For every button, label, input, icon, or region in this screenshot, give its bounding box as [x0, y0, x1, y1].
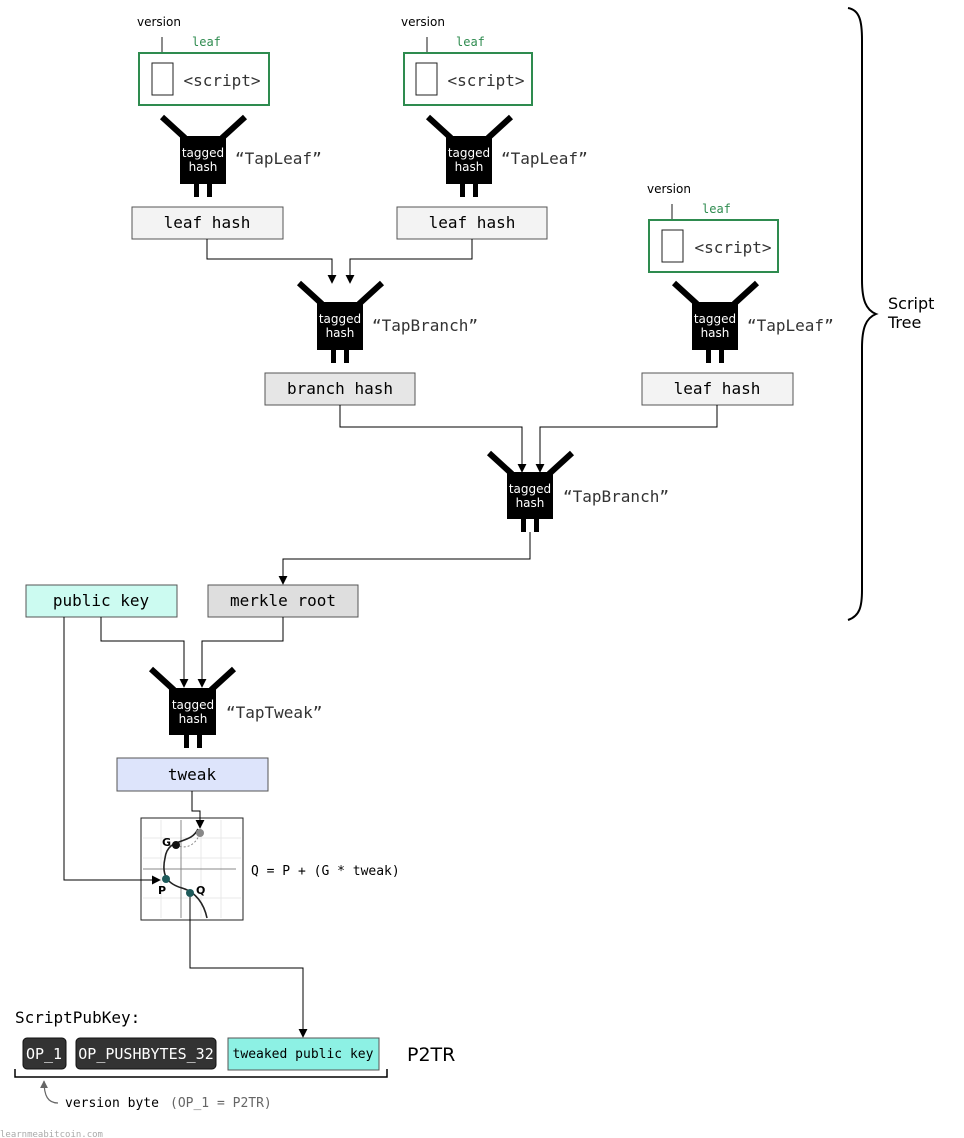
branch-2-hasher: tagged hash	[486, 450, 575, 532]
branch-1-hasher-line2: hash	[326, 326, 355, 340]
script-tree-brace	[847, 7, 879, 621]
tweak-hasher: tagged hash	[148, 666, 237, 748]
leaf-3-version-slot	[661, 229, 684, 263]
leaf-1-version-slot	[151, 62, 174, 96]
p2tr-label: P2TR	[407, 1044, 455, 1066]
leaf-3-version-label: version	[647, 182, 691, 196]
leaf-hash-2: leaf hash	[429, 213, 516, 232]
leaf-2-hasher: tagged hash	[425, 114, 514, 197]
public-key: public key	[53, 591, 150, 610]
leaf-1-version-label: version	[137, 15, 181, 29]
leaf-3-hasher: tagged hash	[671, 280, 760, 363]
tweak: tweak	[168, 765, 217, 784]
leaf-3-leaf-label: leaf	[702, 202, 731, 216]
pushbytes-label: OP_PUSHBYTES_32	[78, 1045, 213, 1063]
version-byte-text: version byte	[65, 1096, 159, 1111]
curve-q-label: Q	[196, 884, 205, 897]
version-byte-note: (OP_1 = P2TR)	[170, 1096, 272, 1111]
leaf-3-script: <script>	[694, 238, 771, 257]
curve-formula: Q = P + (G * tweak)	[251, 864, 400, 879]
leaf-1-tag: “TapLeaf”	[235, 149, 322, 168]
branch-1-tag: “TapBranch”	[372, 316, 478, 335]
leaf-1-hasher: tagged hash	[159, 114, 248, 197]
merkle-root-box	[207, 584, 359, 618]
branch-2-hasher-line1: tagged	[509, 482, 551, 496]
leaf-hash-1: leaf hash	[164, 213, 251, 232]
branch-hash: branch hash	[287, 379, 393, 398]
leaf-hash-2-box	[396, 206, 548, 240]
script-tree-label-line2: Tree	[887, 313, 921, 332]
merkle-root: merkle root	[230, 591, 336, 610]
leaf-2: version leaf <script>	[401, 15, 533, 106]
pushbytes-box	[75, 1037, 217, 1070]
leaf-1-box	[138, 52, 270, 106]
leaf-3: version leaf <script>	[647, 182, 779, 273]
leaf-2-tag: “TapLeaf”	[501, 149, 588, 168]
leaf-1: version leaf <script>	[137, 15, 270, 106]
scriptpubkey-title: ScriptPubKey:	[15, 1008, 140, 1027]
leaf-1-hasher-line1: tagged	[182, 146, 224, 160]
tweak-tag: “TapTweak”	[226, 703, 322, 722]
elliptic-curve-plot: G P Q	[140, 817, 244, 921]
leaf-1-hasher-line2: hash	[189, 160, 218, 174]
leaf-3-hasher-line1: tagged	[694, 312, 736, 326]
scriptpubkey-bracket	[14, 1069, 388, 1078]
branch-2-tag: “TapBranch”	[563, 487, 669, 506]
branch-1-hasher-line1: tagged	[319, 312, 361, 326]
leaf-2-leaf-label: leaf	[456, 35, 485, 49]
leaf-3-tag: “TapLeaf”	[747, 316, 834, 335]
leaf-3-hasher-line2: hash	[701, 326, 730, 340]
leaf-1-script: <script>	[183, 71, 260, 90]
tweak-hasher-line2: hash	[179, 712, 208, 726]
branch-2-hasher-line2: hash	[516, 496, 545, 510]
leaf-hash-3: leaf hash	[674, 379, 761, 398]
op1-label: OP_1	[26, 1045, 62, 1063]
tweaked-public-key-box	[227, 1037, 380, 1071]
watermark: learnmeabitcoin.com	[0, 1130, 103, 1138]
leaf-2-version-slot	[415, 62, 438, 96]
op1-box	[22, 1037, 67, 1070]
leaf-2-box	[403, 52, 533, 106]
public-key-box	[25, 584, 178, 618]
leaf-1-leaf-label: leaf	[192, 35, 221, 49]
branch-1-hasher: tagged hash	[296, 280, 385, 363]
curve-g-label: G	[162, 836, 171, 849]
tweak-hasher-line1: tagged	[172, 698, 214, 712]
script-tree-label-line1: Script	[888, 294, 934, 313]
curve-p-label: P	[158, 884, 166, 897]
leaf-2-version-label: version	[401, 15, 445, 29]
leaf-2-hasher-line1: tagged	[448, 146, 490, 160]
leaf-2-hasher-line2: hash	[455, 160, 484, 174]
tweaked-public-key: tweaked public key	[233, 1047, 374, 1062]
leaf-2-script: <script>	[447, 71, 524, 90]
